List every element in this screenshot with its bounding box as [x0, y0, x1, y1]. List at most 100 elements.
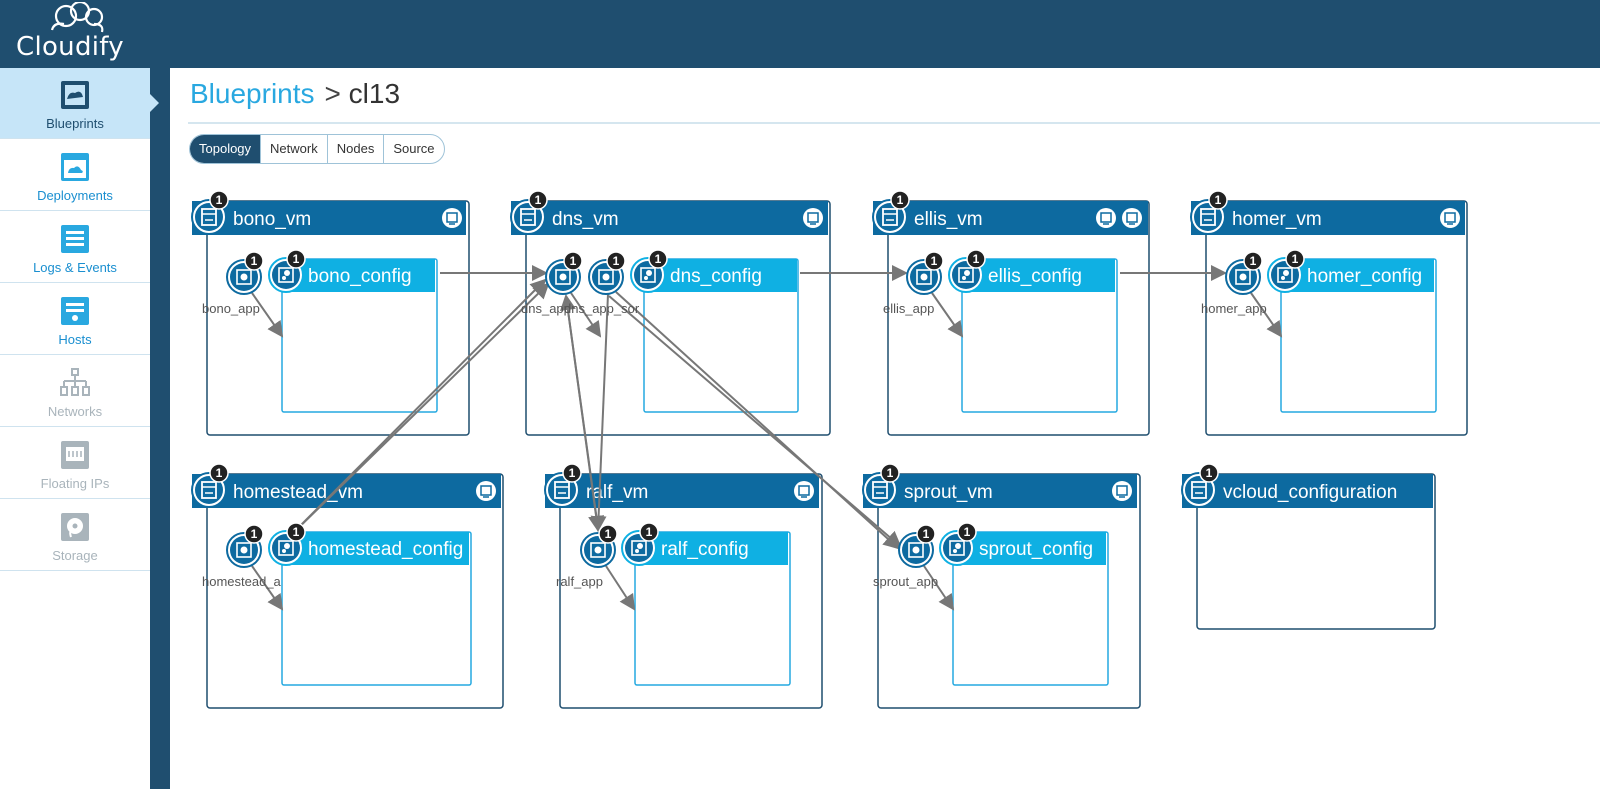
svg-text:1: 1: [293, 252, 300, 266]
logs-icon: [61, 225, 89, 253]
relationship-edge: [559, 294, 599, 529]
monitor-toggle-icon[interactable]: [1440, 208, 1460, 228]
monitor-toggle-icon[interactable]: [803, 208, 823, 228]
relationship-edge: [285, 282, 550, 541]
tab-topology[interactable]: Topology: [190, 135, 261, 163]
instance-count-badge: 1: [924, 251, 944, 271]
deployments-icon: [61, 153, 89, 181]
instance-count-badge: 1: [244, 524, 264, 544]
hosts-icon: [61, 297, 89, 325]
sidebar-item-label: Blueprints: [46, 116, 104, 131]
instance-count-badge: 1: [639, 522, 659, 542]
instance-count-badge: 1: [880, 463, 900, 483]
relationship-edge: [615, 291, 900, 550]
svg-text:1: 1: [251, 527, 258, 541]
monitor-toggle-icon[interactable]: [476, 481, 496, 501]
relationship-edge: [605, 565, 636, 611]
app-node-label: ellis_app: [883, 301, 934, 316]
app-node-label: ralf_app: [556, 574, 603, 589]
app-node-label: sprout_app: [873, 574, 938, 589]
brand-name[interactable]: Cloudify: [16, 32, 124, 62]
config-node-title: homestead_config: [308, 539, 463, 560]
host-node-vcloud_configuration[interactable]: vcloud_configuration: [1182, 473, 1436, 630]
view-tabs: Topology Network Nodes Source: [189, 134, 445, 164]
cloudify-cloud-logo-icon: [50, 2, 104, 33]
relationship-edge: [608, 295, 902, 548]
config-node-dns_config[interactable]: dns_config: [643, 258, 799, 413]
host-vm-icon: [872, 199, 908, 235]
sidebar-item-logs-events[interactable]: Logs & Events: [0, 212, 150, 283]
monitor-toggle-icon[interactable]: [442, 208, 462, 228]
app-node-label: dns_app: [521, 301, 571, 316]
instance-count-badge: 1: [528, 190, 548, 210]
monitor-toggle-icon[interactable]: [1122, 208, 1142, 228]
host-node-title: sprout_vm: [904, 482, 993, 503]
instance-count-badge: 1: [209, 463, 229, 483]
svg-text:1: 1: [887, 466, 894, 480]
breadcrumb-blueprints-link[interactable]: Blueprints: [190, 78, 315, 109]
svg-text:1: 1: [293, 525, 300, 539]
monitor-toggle-icon[interactable]: [794, 481, 814, 501]
instance-count-badge: 1: [244, 251, 264, 271]
config-node-ralf_config[interactable]: ralf_config: [634, 531, 791, 686]
config-node-title: ellis_config: [988, 266, 1082, 287]
svg-text:1: 1: [1206, 466, 1213, 480]
svg-text:1: 1: [646, 525, 653, 539]
header-divider: [188, 122, 1600, 124]
config-node-bono_config[interactable]: bono_config: [281, 258, 438, 413]
instance-count-badge: 1: [1243, 251, 1263, 271]
sidebar-item-label: Floating IPs: [40, 476, 110, 491]
sidebar-item-label: Networks: [47, 404, 103, 419]
tab-source[interactable]: Source: [383, 135, 443, 163]
config-node-ellis_config[interactable]: ellis_config: [961, 258, 1118, 413]
sidebar-item-deployments[interactable]: Deployments: [0, 140, 150, 211]
sidebar-item-networks[interactable]: Networks: [0, 356, 150, 427]
instance-count-badge: 1: [890, 190, 910, 210]
instance-count-badge: 1: [1199, 463, 1219, 483]
svg-text:1: 1: [613, 254, 620, 268]
svg-text:1: 1: [1250, 254, 1257, 268]
top-header-bar: [0, 0, 1600, 68]
relationship-edge: [251, 565, 284, 611]
sidebar-item-blueprints[interactable]: Blueprints: [0, 68, 150, 139]
app-node-label: homer_app: [1201, 301, 1267, 316]
tab-nodes[interactable]: Nodes: [326, 135, 384, 163]
sidebar-item-label: Hosts: [58, 332, 92, 347]
instance-count-badge: 1: [286, 522, 306, 542]
config-node-title: dns_config: [670, 266, 762, 287]
config-node-title: ralf_config: [661, 539, 749, 560]
config-node-title: homer_config: [1307, 266, 1422, 287]
instance-count-badge: 1: [209, 190, 229, 210]
relationship-edge: [590, 293, 609, 532]
host-node-title: ralf_vm: [586, 482, 648, 503]
svg-text:1: 1: [923, 527, 930, 541]
svg-text:1: 1: [605, 527, 612, 541]
relationship-edge: [923, 565, 955, 611]
instance-count-badge: 1: [966, 249, 986, 269]
monitor-toggle-icon[interactable]: [1112, 481, 1132, 501]
host-vm-icon: [1190, 199, 1226, 235]
instance-count-badge: 1: [606, 251, 626, 271]
sidebar-item-label: Logs & Events: [33, 260, 117, 275]
sidebar-item-hosts[interactable]: Hosts: [0, 284, 150, 355]
config-node-sprout_config[interactable]: sprout_config: [952, 531, 1109, 686]
sidebar: [0, 68, 150, 789]
breadcrumb: Blueprints> cl13: [190, 78, 400, 110]
monitor-toggle-icon[interactable]: [1096, 208, 1116, 228]
sidebar-divider: [150, 68, 170, 789]
sidebar-item-floating-ips[interactable]: Floating IPs: [0, 428, 150, 499]
active-indicator: [150, 94, 159, 112]
sidebar-item-storage[interactable]: Storage: [0, 500, 150, 571]
blueprints-icon: [61, 81, 89, 109]
tab-network[interactable]: Network: [260, 135, 327, 163]
instance-count-badge: 1: [648, 249, 668, 269]
config-node-homestead_config[interactable]: homestead_config: [281, 531, 472, 686]
app-node-label: homestead_a: [202, 574, 282, 589]
instance-count-badge: 1: [598, 524, 618, 544]
host-node-title: ellis_vm: [914, 209, 983, 230]
config-node-homer_config[interactable]: homer_config: [1280, 258, 1437, 413]
svg-text:1: 1: [655, 252, 662, 266]
config-node-title: sprout_config: [979, 539, 1093, 560]
floating-ips-icon: [61, 441, 89, 469]
relationship-edge: [931, 292, 964, 338]
